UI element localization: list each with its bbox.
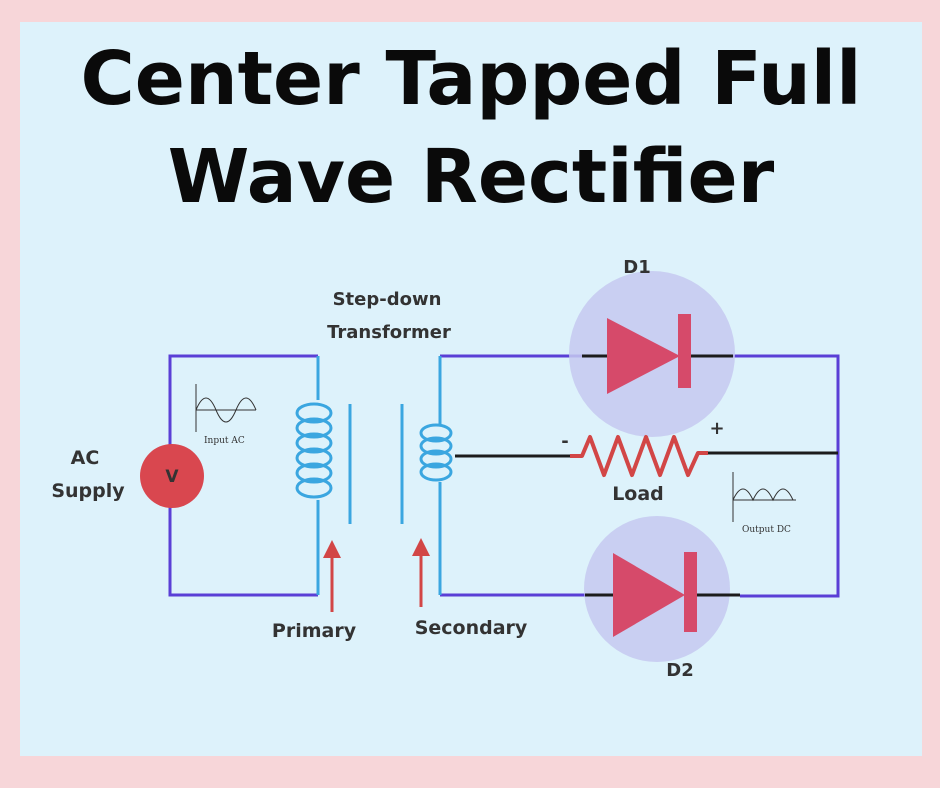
ac-source-symbol: V [165, 467, 179, 487]
diode-d1-label: D1 [623, 257, 650, 278]
input-wave-label: Input AC [204, 436, 245, 446]
diagram-title: Center Tapped Full Wave Rectifier [20, 30, 922, 226]
title-line-2: Wave Rectifier [167, 134, 775, 220]
output-wave-label: Output DC [742, 525, 791, 535]
diode-d2 [584, 516, 740, 662]
load-resistor [570, 435, 708, 477]
secondary-coil [419, 423, 453, 482]
diode-d1 [569, 271, 735, 437]
ac-source: V [140, 444, 204, 508]
load-label: Load [612, 483, 664, 505]
transformer-label-1: Step-down [333, 289, 442, 310]
diode-d1-triangle [607, 318, 680, 394]
wire-primary-top [168, 354, 318, 448]
title-line-1: Center Tapped Full [80, 36, 862, 122]
output-wave-curve [732, 488, 794, 502]
center-tap-wire [455, 451, 838, 458]
ac-supply-label-1: AC [71, 447, 100, 469]
load-minus-sign: - [561, 431, 568, 452]
primary-label: Primary [272, 620, 357, 642]
transformer-label-2: Transformer [327, 322, 451, 343]
load-plus-sign: + [709, 418, 724, 439]
transformer [295, 356, 453, 595]
secondary-circuit-wires [440, 354, 840, 598]
input-ac-waveform [195, 384, 257, 432]
wire-primary-bottom [168, 505, 318, 597]
output-dc-waveform [732, 472, 796, 522]
diode-d1-bar [678, 314, 691, 388]
diode-d2-triangle [613, 553, 685, 637]
wire-output-right [733, 354, 840, 598]
input-wave-curve [195, 397, 257, 423]
resistor-zigzag [570, 435, 708, 477]
secondary-label: Secondary [415, 617, 528, 639]
ac-supply-label-2: Supply [51, 480, 125, 502]
primary-arrow [323, 540, 341, 612]
diode-d2-bar [684, 552, 697, 632]
secondary-arrow [412, 538, 430, 607]
ac-source-circle [140, 444, 204, 508]
primary-circuit-wires [168, 354, 318, 597]
primary-coil [295, 402, 333, 499]
diode-d2-label: D2 [666, 660, 693, 681]
